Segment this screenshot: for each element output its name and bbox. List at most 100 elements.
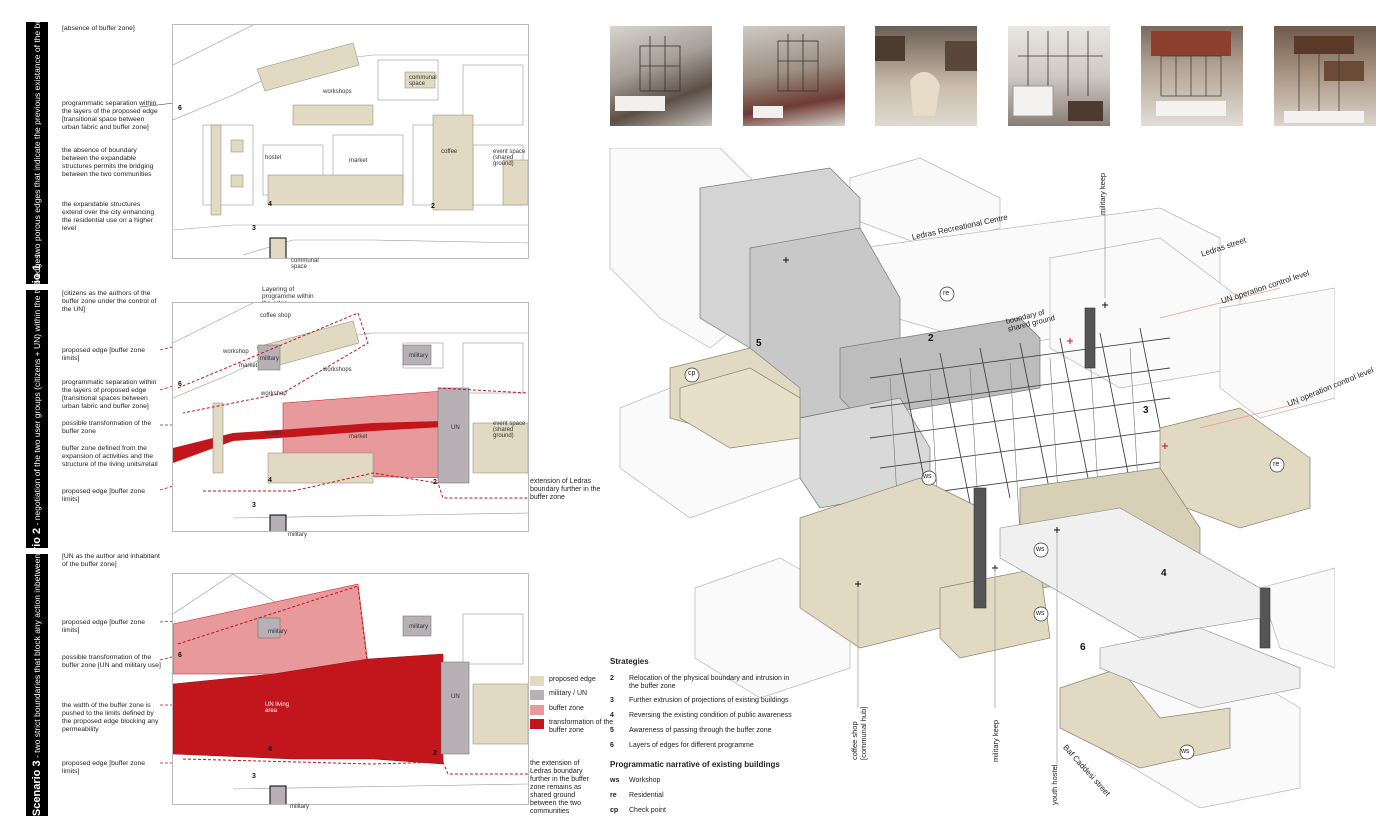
scenario-3-title: Scenario 3	[31, 760, 43, 817]
s1-note-2: programmatic separation within the layer…	[62, 100, 158, 131]
model-photo-6	[1274, 26, 1376, 126]
marker-ws-4: ws	[1181, 748, 1190, 755]
s1-label-coffee: coffee	[441, 149, 458, 155]
s2-label-un: UN	[451, 425, 460, 431]
s2-num-6: 6	[178, 381, 182, 388]
scenario-1-plan: workshops communal space hostel market c…	[172, 24, 529, 270]
s3-label-un: UN	[451, 694, 460, 700]
scenario-2-plan: coffee shop workshop military market wor…	[172, 302, 529, 532]
model-photo-4	[1008, 26, 1110, 126]
model-photo-3	[875, 26, 977, 126]
legend-swatch	[530, 676, 544, 686]
narrative-text: Check point	[629, 807, 666, 814]
s3-note-1: [UN as the author and inhabitant of the …	[62, 553, 160, 568]
strategy-text: Layers of edges for different programme	[629, 742, 754, 749]
strategy-key: 5	[610, 727, 614, 734]
axo-num-3: 3	[1143, 405, 1149, 416]
s2-label-market-2: market	[349, 434, 368, 440]
s2-label-workshop: workshop	[223, 349, 249, 355]
legend-label: buffer zone	[549, 705, 584, 712]
s2-label-workshops: workshops	[323, 367, 352, 373]
axo-num-5: 5	[756, 338, 762, 349]
narrative-text: Workshop	[629, 777, 661, 784]
s1-num-2: 2	[431, 203, 435, 210]
strategy-text: Awareness of passing through the buffer …	[629, 727, 772, 734]
s3-note-2: proposed edge [buffer zone limits]	[62, 619, 146, 634]
s2-num-4: 4	[268, 477, 272, 484]
scenario-1-subtitle: - two porous edges that indicate the pre…	[32, 0, 42, 265]
scenario-2-subtitle: - negotiation of the two user groups (ci…	[32, 254, 42, 528]
s3-note-5: proposed edge [buffer zone limits]	[62, 760, 146, 775]
s1-label-communal-bottom: communal space	[291, 258, 319, 270]
s2-label-military: military	[260, 356, 279, 362]
s2-note-4: possible transformation of the buffer zo…	[62, 420, 152, 435]
axonometric-drawing	[609, 148, 1335, 808]
scenario-3-plan: military military UN living area UN 6 4 …	[172, 573, 529, 805]
narrative-key: re	[610, 792, 617, 799]
model-photo-5	[1141, 26, 1243, 126]
s2-label-military-bottom: military	[288, 532, 307, 538]
s3-num-2: 2	[433, 750, 437, 757]
label-military-keep-bottom: military keep	[991, 719, 1000, 762]
s3-label-military-bottom: military	[290, 804, 309, 810]
s2-label-hostel: hostel	[265, 431, 282, 437]
s2-num-3: 3	[252, 502, 256, 509]
s3-note-3: possible transformation of the buffer zo…	[62, 654, 161, 669]
strategies-title: Strategies	[610, 657, 649, 666]
strategy-text: Further extrusion of projections of exis…	[629, 697, 789, 704]
axo-num-4: 4	[1161, 568, 1167, 579]
s1-label-market: market	[349, 158, 368, 164]
scenario-3-subtitle: - two strict boundaries that block any a…	[32, 553, 42, 761]
s2-note-6: proposed edge [buffer zone limits]	[62, 488, 146, 503]
s2-note-1: [citizens as the authors of the buffer z…	[62, 290, 157, 313]
s1-label-workshops: workshops	[323, 89, 352, 95]
label-coffee-shop-hub: coffee shop [communal hub]	[850, 706, 868, 760]
s2-label-extension: extension of Ledras boundary further in …	[530, 478, 601, 501]
marker-ws-1: ws	[923, 473, 932, 480]
narrative-title: Programmatic narrative of existing build…	[610, 760, 780, 769]
label-military-keep-top: military keep	[1098, 172, 1107, 215]
axo-num-6: 6	[1080, 642, 1086, 653]
legend-label: military / UN	[549, 690, 588, 697]
strategy-key: 4	[610, 712, 614, 719]
marker-cp: cp	[688, 370, 696, 377]
s2-note-3: programmatic separation within the layer…	[62, 379, 157, 410]
scenario-2-bar: Scenario 2 - negotiation of the two user…	[26, 255, 48, 583]
narrative-text: Residential	[629, 792, 664, 799]
legend-swatch	[530, 705, 544, 715]
s3-label-military: military	[268, 629, 287, 635]
s2-label-military-2: military	[409, 353, 428, 359]
scenario-2-plan-drawing	[173, 303, 528, 531]
s1-num-6: 6	[178, 105, 182, 112]
s2-note-5: buffer zone defined from the expansion o…	[62, 445, 158, 468]
s1-note-3: the absence of boundary between the expa…	[62, 147, 154, 178]
marker-re-1: re	[943, 290, 950, 297]
scenario-1-plan-drawing	[173, 25, 528, 258]
scenario-3-bar: Scenario 3 - two strict boundaries that …	[26, 554, 48, 816]
marker-ws-2: ws	[1036, 546, 1045, 553]
strategy-key: 3	[610, 697, 614, 704]
strategy-key: 2	[610, 675, 614, 682]
marker-re-2: re	[1273, 461, 1280, 468]
strategy-key: 6	[610, 742, 614, 749]
s1-label-communal: communal space	[409, 75, 437, 87]
scenario-1-bar: Scenario 1 - two porous edges that indic…	[26, 0, 48, 320]
marker-ws-3: ws	[1036, 610, 1045, 617]
s1-num-4: 4	[268, 201, 272, 208]
s1-note-1: [absence of buffer zone]	[62, 25, 135, 32]
s2-label-workshop-2: workshop	[261, 391, 287, 397]
legend-swatch	[530, 719, 544, 729]
s3-num-6: 6	[178, 652, 182, 659]
strategy-text: Reversing the existing condition of publ…	[629, 712, 792, 719]
label-youth-hostel: youth hostel	[1050, 764, 1059, 805]
s3-label-un-living: UN living area	[265, 702, 290, 714]
model-photo-2	[743, 26, 845, 126]
strategy-text: Relocation of the physical boundary and …	[629, 675, 790, 690]
s1-note-4: the expandable structures extend over th…	[62, 201, 155, 232]
legend-label: transformation of the buffer zone	[549, 719, 614, 734]
s2-label-market: market	[239, 363, 258, 369]
s1-label-event: event space (shared ground)	[493, 149, 526, 167]
s1-label-hostel: hostel	[265, 155, 282, 161]
legend-label: proposed edge	[549, 676, 596, 683]
s3-note-4: the width of the buffer zone is pushed t…	[62, 702, 159, 733]
